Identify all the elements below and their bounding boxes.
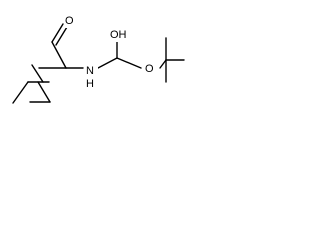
- bond-c-c-branch-methyl: [31, 64, 44, 83]
- hydroxyl-label: OH: [110, 29, 127, 41]
- bond-c-o-ester: [116, 57, 142, 69]
- bond-c-c-branch: [37, 81, 51, 103]
- ester-oxygen-label: O: [145, 63, 154, 75]
- nitrogen-label-bg: [84, 63, 98, 77]
- aldehyde-oxygen-label: O: [65, 15, 74, 27]
- bond-c-o-aldehyde-1: [51, 23, 64, 43]
- oxygen-label-bg: [64, 14, 74, 28]
- ester-oxygen-label-bg: [143, 62, 155, 76]
- bond-c-o-aldehyde-2: [55, 26, 68, 46]
- bond-n-c-carbamate: [97, 57, 118, 69]
- bond-c-c-ethyl-terminal: [12, 81, 29, 104]
- nitrogen-hydrogen-label: H: [86, 78, 94, 90]
- nitrogen-label: N: [86, 65, 94, 77]
- hydroxyl-label-bg: [109, 28, 127, 42]
- bond-o-c-tert: [159, 59, 167, 69]
- bond-c-c-alpha-aldehyde: [51, 41, 67, 69]
- molecule-structure-diagram: O N H OH O: [12, 14, 185, 104]
